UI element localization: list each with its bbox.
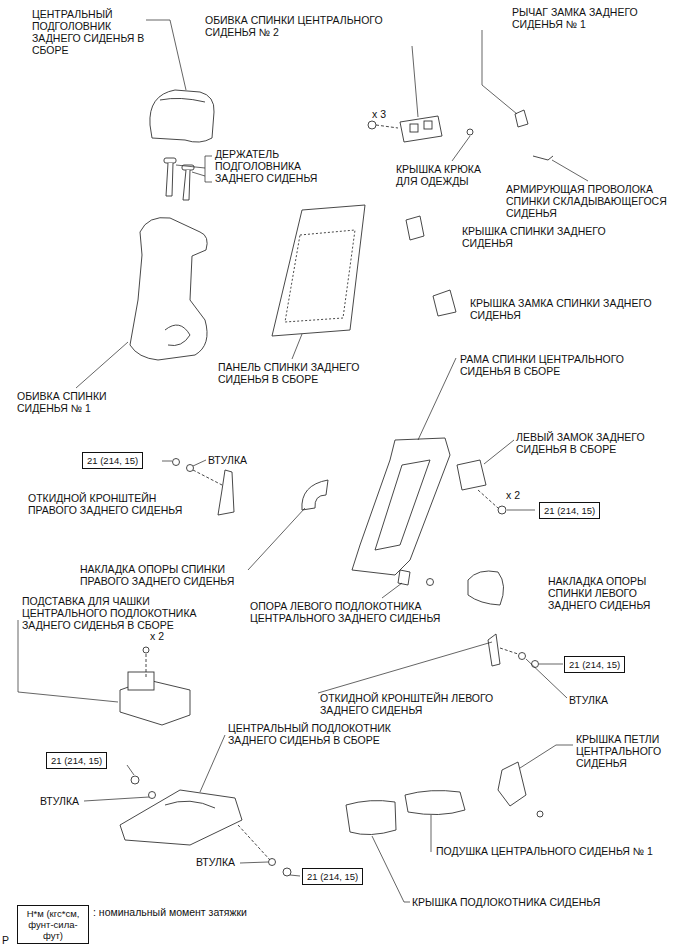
part-label: ЛЕВЫЙ ЗАМОК ЗАДНЕГО СИДЕНЬЯ В СБОРЕ <box>516 431 681 455</box>
part-label: НАКЛАДКА ОПОРЫ СПИНКИ ЛЕВОГО ЗАДНЕГО СИД… <box>548 575 680 611</box>
lock-cover <box>433 290 456 316</box>
part-label: ПОДСТАВКА ДЛЯ ЧАШКИ ЦЕНТРАЛЬНОГО ПОДЛОКО… <box>22 595 232 631</box>
screw <box>143 647 149 653</box>
bolt <box>532 661 539 668</box>
torque-box: Н*м (кгс*см, фунт-сила-фут) <box>17 905 89 944</box>
part-label: ОБИВКА СПИНКИ ЦЕНТРАЛЬНОГО СИДЕНЬЯ № 2 <box>205 14 405 38</box>
part-label: ВТУЛКА <box>40 795 79 807</box>
hinge-cover <box>498 762 526 806</box>
bolt <box>173 459 180 466</box>
frame <box>352 438 450 575</box>
back-cover <box>406 216 424 240</box>
bolt <box>131 776 139 784</box>
part-label: КРЫШКА ЗАМКА СПИНКИ ЗАДНЕГО СИДЕНЬЯ <box>470 297 675 321</box>
part-label: НАКЛАДКА ОПОРЫ СПИНКИ ПРАВОГО ЗАДНЕГО СИ… <box>80 563 260 587</box>
panel <box>272 205 365 336</box>
bushing <box>187 465 194 472</box>
cushion <box>405 791 465 815</box>
part-label: ВТУЛКА <box>569 694 608 706</box>
trim-cover <box>400 116 442 142</box>
torque-value: 21 (214, 15) <box>87 455 138 466</box>
part-label: АРМИРУЮЩАЯ ПРОВОЛОКА СПИНКИ СКЛАДЫВАЮЩЕГ… <box>506 183 681 219</box>
screw <box>368 121 376 129</box>
part-label: КРЫШКА ПЕТЛИ ЦЕНТРАЛЬНОГО СИДЕНЬЯ <box>576 733 682 769</box>
part-label: ОПОРА ЛЕВОГО ПОДЛОКОТНИКА ЦЕНТРАЛЬНОГО З… <box>250 600 450 624</box>
bolt <box>283 868 291 876</box>
part-label: x 2 <box>150 630 164 642</box>
part-label: ОТКИДНОЙ КРОНШТЕЙН ЛЕВОГО ЗАДНЕГО СИДЕНЬ… <box>320 692 535 716</box>
part-label: ДЕРЖАТЕЛЬ ПОДГОЛОВНИКА ЗАДНЕГО СИДЕНЬЯ <box>215 148 325 184</box>
holder <box>183 170 190 200</box>
armrest <box>120 790 242 845</box>
part-label: ЦЕНТРАЛЬНЫЙ ПОДЛОКОТНИК ЗАДНЕГО СИДЕНЬЯ … <box>228 722 433 746</box>
bracket <box>218 470 234 515</box>
bolt <box>498 506 506 514</box>
screw <box>537 811 543 817</box>
part-label: РЫЧАГ ЗАМКА ЗАДНЕГО СИДЕНЬЯ № 1 <box>512 6 662 30</box>
hook-cover <box>467 129 473 135</box>
wire <box>533 156 553 160</box>
part-label: РАМА СПИНКИ ЦЕНТРАЛЬНОГО СИДЕНЬЯ В СБОРЕ <box>460 353 675 377</box>
part-label: : номинальный момент затяжки <box>93 906 253 918</box>
part-label: ЦЕНТРАЛЬНЫЙ ПОДГОЛОВНИК ЗАДНЕГО СИДЕНЬЯ … <box>32 8 146 56</box>
torque-box: 21 (214, 15) <box>302 868 363 885</box>
part-label: ПАНЕЛЬ СПИНКИ ЗАДНЕГО СИДЕНЬЯ В СБОРЕ <box>218 361 393 385</box>
part-label: x 3 <box>372 108 386 120</box>
cover <box>302 480 328 510</box>
torque-value: Н*м (кгс*см, фунт-сила-фут) <box>22 908 84 941</box>
part-label: КРЫШКА ПОДЛОКОТНИКА СИДЕНЬЯ <box>412 896 667 908</box>
leader-lines <box>18 20 588 902</box>
bracket <box>488 634 500 666</box>
bushing <box>149 792 156 799</box>
armrest-cover <box>346 801 396 835</box>
nut <box>427 579 434 586</box>
torque-value: 21 (214, 15) <box>307 871 358 882</box>
part-label: ОБИВКА СПИНКИ СИДЕНЬЯ № 1 <box>17 390 127 414</box>
part-label: x 2 <box>506 489 520 501</box>
torque-box: 21 (214, 15) <box>564 656 625 673</box>
torque-box: 21 (214, 15) <box>46 752 107 769</box>
stand <box>128 672 154 690</box>
torque-value: 21 (214, 15) <box>569 659 620 670</box>
holder <box>166 163 173 196</box>
headrest <box>150 90 214 142</box>
part-label: P <box>2 934 9 946</box>
trim-cover <box>130 218 207 360</box>
part-label: КРЫШКА СПИНКИ ЗАДНЕГО СИДЕНЬЯ <box>462 225 632 249</box>
cover <box>468 571 504 605</box>
torque-box: 21 (214, 15) <box>82 452 143 469</box>
lever <box>515 110 528 127</box>
support <box>398 570 410 585</box>
part-label: ОТКИДНОЙ КРОНШТЕЙН ПРАВОГО ЗАДНЕГО СИДЕН… <box>28 492 203 516</box>
bushing <box>519 653 526 660</box>
part-label: ПОДУШКА ЦЕНТРАЛЬНОГО СИДЕНЬЯ № 1 <box>436 845 681 857</box>
torque-box: 21 (214, 15) <box>539 502 600 519</box>
part-label: ВТУЛКА <box>208 454 247 466</box>
holder <box>164 158 176 163</box>
torque-value: 21 (214, 15) <box>544 505 595 516</box>
part-label: ВТУЛКА <box>196 856 235 868</box>
lock <box>457 460 486 490</box>
torque-value: 21 (214, 15) <box>51 755 102 766</box>
part-label: КРЫШКА КРЮКА ДЛЯ ОДЕЖДЫ <box>396 163 504 187</box>
